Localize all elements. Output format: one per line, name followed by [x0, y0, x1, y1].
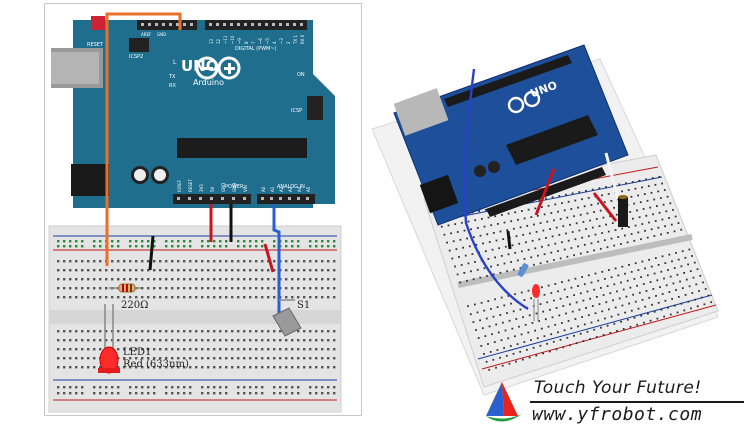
photo-power-jack [419, 174, 459, 214]
digital-pin-label: ~11 [223, 35, 228, 44]
uno-logo-text: UNO [181, 57, 219, 75]
digital-pin-label: 12 [216, 38, 221, 44]
digital-pin-label: ~9 [237, 38, 242, 44]
digital-pin-label: 7 [251, 41, 256, 44]
wire-orange [105, 12, 182, 266]
analog-pin-label: A3 [288, 186, 293, 192]
photo-wire-white [604, 152, 620, 200]
wires-diagram [105, 12, 281, 322]
analog-pin-label: A5 [306, 186, 311, 192]
icsp2-label: ICSP2 [129, 54, 144, 60]
resistor-label: 220Ω [121, 300, 149, 311]
yfrobot-logo-icon [486, 382, 522, 422]
icsp-label: ICSP [291, 108, 303, 114]
photo-capacitor-2 [488, 161, 500, 173]
aref-label: AREF [141, 32, 152, 37]
analog-pin-label: A2 [279, 186, 284, 192]
photo-tilt-switch [618, 197, 628, 227]
digital-pin-label: ~10 [230, 35, 235, 44]
breadboard-diagram [48, 225, 342, 413]
photo-wire-blue [463, 68, 529, 311]
power-jack [71, 164, 109, 196]
brand-slogan: Touch Your Future! [534, 378, 702, 398]
wire-black-jumper [148, 235, 155, 271]
photo-led [532, 284, 540, 298]
power-pin-label: IOREF [177, 180, 182, 192]
photo-wire-black [506, 230, 512, 250]
arduino-logo [195, 56, 241, 80]
power-label: POWER [225, 184, 244, 190]
circuit-photo: UNO [366, 3, 740, 431]
icsp2-header [129, 38, 149, 52]
power-pin-label: GND [221, 182, 226, 192]
led-l-label: L [173, 59, 177, 66]
tx-label: TX [169, 74, 176, 80]
brand-divider [530, 401, 744, 403]
arduino-brand-text: Arduino [193, 78, 224, 87]
power-pin-label: 5V [210, 186, 215, 192]
arduino-board-diagram [51, 16, 335, 208]
led-label-color: Red (633nm) [123, 359, 189, 370]
power-pin-label: GND [232, 182, 237, 192]
circuit-diagram: UNO Arduino RESET ICSP2 ICSP DIGITAL (PW… [44, 3, 362, 416]
switch-label: S1 [297, 300, 311, 311]
digital-pin-label: 4 [272, 41, 277, 44]
photo-usb-port [393, 88, 449, 136]
icsp-header [307, 96, 323, 120]
photo-resistor [517, 263, 529, 277]
photo-breadboard-holes [438, 176, 713, 371]
digital-pin-label: RX 0 [300, 34, 305, 44]
led-label-name: LED1 [123, 347, 152, 358]
digital-pin-label: TX 1 [293, 35, 298, 44]
resistor-220 [109, 283, 141, 293]
digital-pin-label: 2 [286, 41, 291, 44]
photo-wire-red [534, 168, 556, 216]
power-pin-label: VIN [243, 185, 248, 192]
analog-label: ANALOG IN [277, 184, 305, 190]
analog-pin-label: A0 [261, 186, 266, 192]
digital-label: DIGITAL (PWM~) [235, 46, 277, 52]
photo-header-digital [444, 55, 572, 107]
switch-s1 [272, 299, 302, 337]
wire-red-jumper [263, 243, 275, 273]
reset-button [91, 16, 105, 30]
diagram-svg [48, 12, 342, 413]
wire-blue-a0 [272, 204, 281, 322]
analog-pin-label: A4 [297, 186, 302, 192]
header-top-right [205, 20, 307, 30]
digital-pin-label: ~5 [265, 38, 270, 44]
microcontroller-chip [177, 138, 307, 158]
led-red [98, 304, 120, 374]
header-top-left [137, 20, 197, 30]
photo-arduino-logo [507, 90, 541, 114]
photo-chip [506, 115, 598, 165]
photo-wire-red-2 [592, 192, 618, 222]
yfrobot-branding: Touch Your Future! www.yfrobot.com [474, 370, 746, 432]
brand-website: www.yfrobot.com [532, 404, 703, 425]
power-pin-label: 3V3 [199, 184, 204, 192]
photo-capacitor-1 [474, 165, 486, 177]
on-label: ON [297, 72, 305, 78]
reset-label: RESET [87, 42, 104, 48]
digital-pin-label: 13 [209, 38, 214, 44]
gnd-label: GND [157, 32, 167, 37]
digital-pin-label: ~3 [279, 38, 284, 44]
power-pin-label: RESET [188, 179, 193, 192]
photo-svg [371, 44, 719, 396]
rx-label: RX [169, 83, 176, 89]
header-analog [257, 194, 315, 204]
analog-pin-label: A1 [270, 186, 275, 192]
digital-pin-label: ~6 [258, 38, 263, 44]
digital-pin-label: 8 [244, 41, 249, 44]
